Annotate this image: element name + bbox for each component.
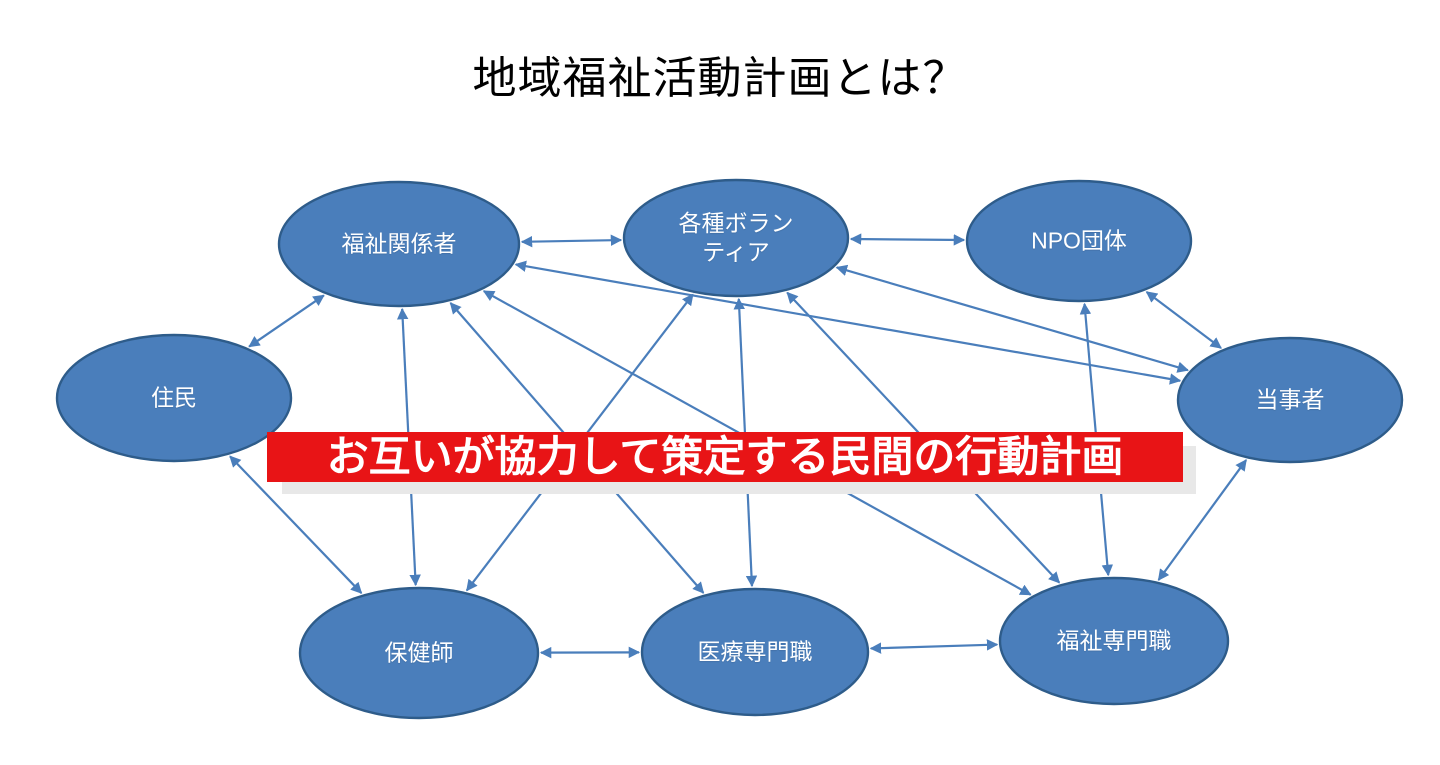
edge-kakushu-volunteer-to-npo-dantai [849, 233, 966, 246]
edge-jumin-to-fukushi-kankeisha [248, 294, 325, 348]
edge-tojisha-to-fukushi-senmonshoku [1157, 459, 1248, 581]
page-title: 地域福祉活動計画とは？ [472, 54, 968, 103]
edge-fukushi-kankeisha-to-kakushu-volunteer [520, 234, 623, 248]
node-fukushi-senmonshoku[interactable] [998, 576, 1230, 706]
node-hokenshi[interactable] [298, 586, 540, 720]
node-tojisha[interactable] [1176, 336, 1404, 464]
node-kakushu-volunteer[interactable] [622, 178, 850, 298]
node-layer [55, 178, 1404, 720]
node-npo-dantai[interactable] [965, 179, 1193, 303]
node-fukushi-kankeisha[interactable] [277, 180, 521, 308]
edge-iryo-senmonshoku-to-fukushi-senmonshoku [869, 639, 999, 654]
edge-npo-dantai-to-tojisha [1145, 291, 1222, 349]
edge-tojisha-to-kakushu-volunteer [835, 264, 1189, 373]
node-jumin[interactable] [55, 333, 293, 463]
highlight-banner: お互いが協力して策定する民間の行動計画 [267, 432, 1183, 482]
edge-jumin-to-hokenshi [229, 455, 363, 594]
highlight-banner-text: お互いが協力して策定する民間の行動計画 [326, 433, 1124, 480]
node-iryo-senmonshoku[interactable] [640, 587, 870, 717]
